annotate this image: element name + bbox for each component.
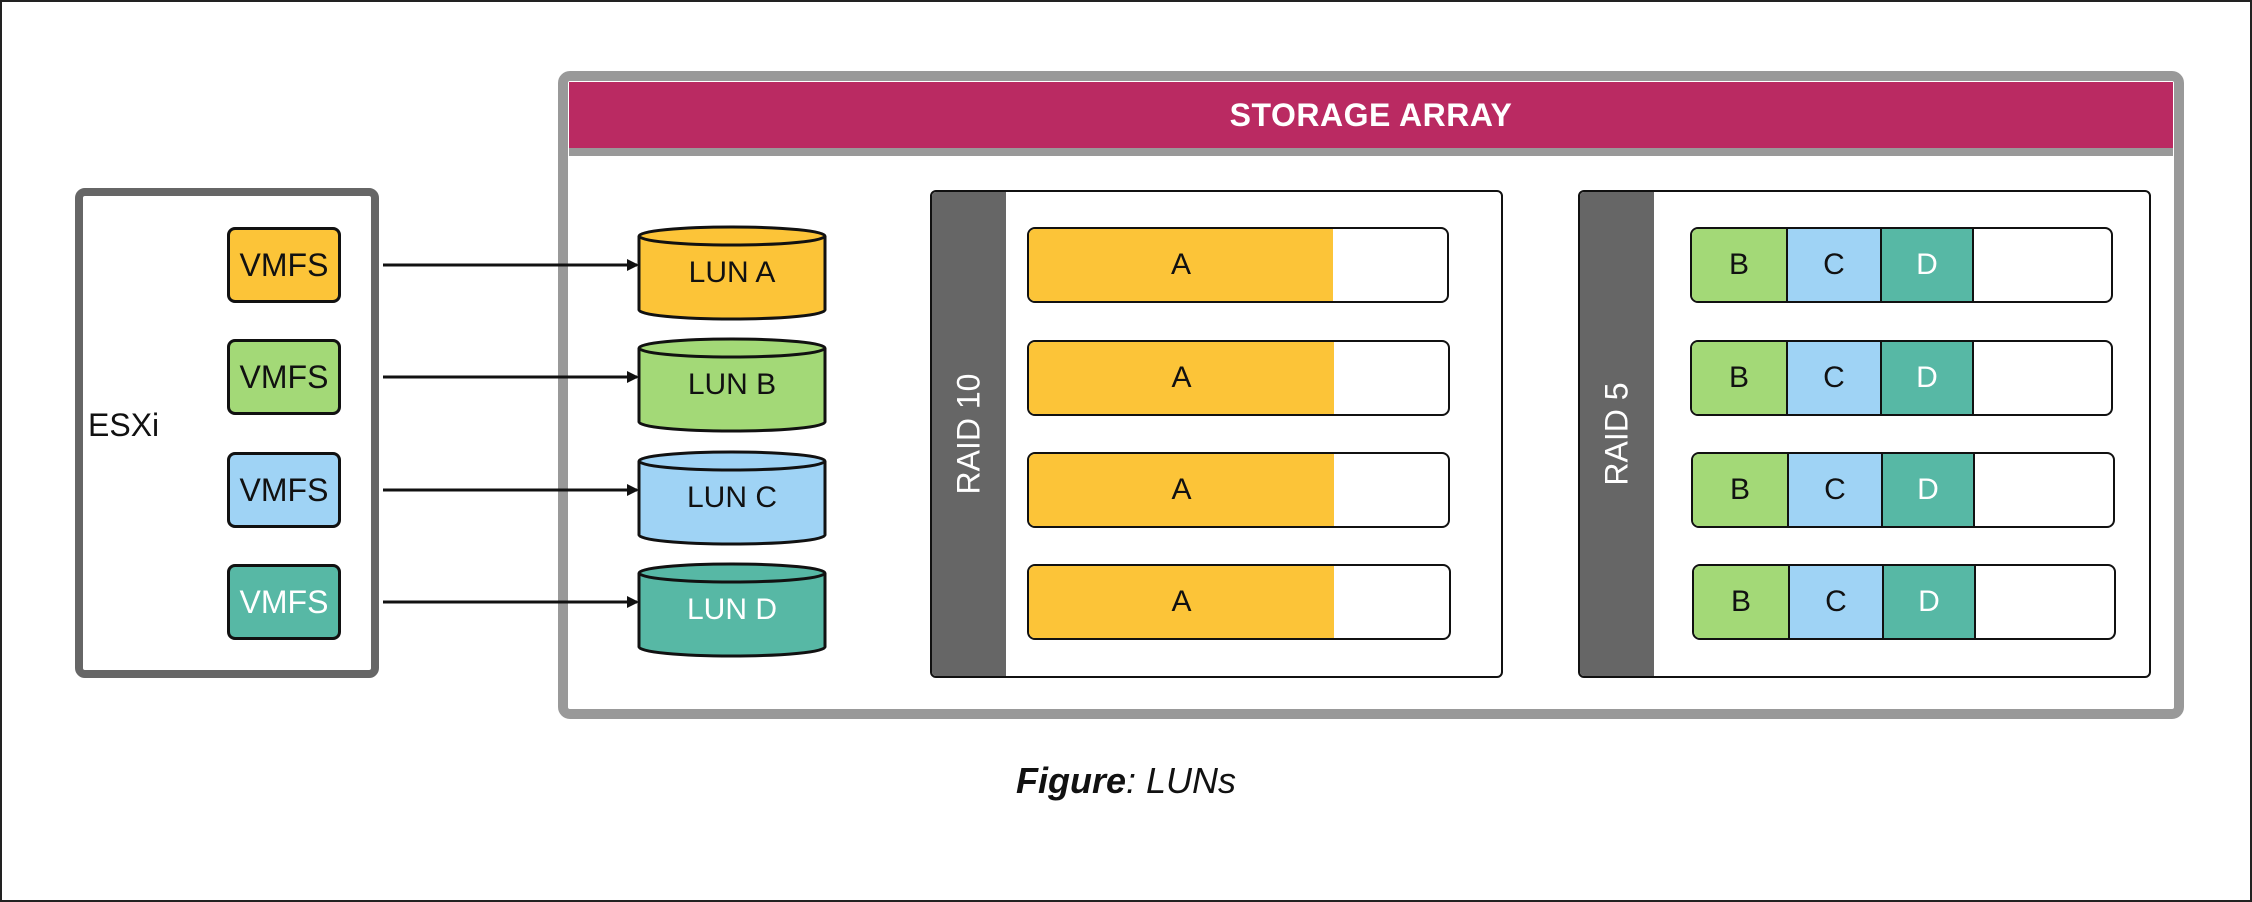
raid5-disk-1-segment-c: C [1786,229,1880,301]
storage-array-divider [569,148,2173,156]
lun-b-label: LUN B [688,368,776,401]
lun-b-top [637,337,827,359]
raid10-disk-4: A [1027,564,1451,640]
esxi-label: ESXi [88,407,160,443]
lun-c-cylinder: LUN C [637,450,827,546]
figure-caption-text: : LUNs [1125,760,1237,801]
vmfs-datastore-1: VMFS [227,227,341,303]
figure-caption-prefix: Figure [1015,760,1126,801]
raid5-disk-3-segment-b: B [1693,454,1787,526]
raid10-side-bar: RAID 10 [932,192,1006,676]
raid5-disk-3: B C D [1691,452,2115,528]
lun-d-top [637,562,827,584]
raid5-disk-1-segment-b: B [1692,229,1786,301]
raid5-disk-4-segment-c: C [1788,566,1882,638]
lun-c-body [637,461,827,546]
raid5-disk-2-segment-d: D [1880,342,1974,414]
raid5-disk-3-segment-c: C [1787,454,1881,526]
lun-a-cylinder: LUN A [637,225,827,321]
vmfs-datastore-2: VMFS [227,339,341,415]
lun-d-label: LUN D [687,593,777,626]
raid5-disk-2: B C D [1690,340,2113,416]
lun-c-label: LUN C [687,481,777,514]
raid10-disk-2-segment: A [1029,342,1334,414]
lun-b-body [637,348,827,433]
raid5-disk-3-segment-d: D [1881,454,1975,526]
raid5-disk-4-segment-d: D [1882,566,1976,638]
figure-caption: Figure: LUNs [2,760,2250,802]
raid5-disk-1-segment-d: D [1880,229,1974,301]
raid5-disk-4: B C D [1692,564,2116,640]
vmfs-datastore-4: VMFS [227,564,341,640]
raid5-disk-2-segment-b: B [1692,342,1786,414]
raid10-disk-2: A [1027,340,1450,416]
raid5-disk-1: B C D [1690,227,2113,303]
raid5-side-bar: RAID 5 [1580,192,1654,676]
lun-a-body [637,236,827,321]
raid10-disk-1-segment: A [1029,229,1333,301]
lun-a-top [637,225,827,247]
lun-b-cylinder: LUN B [637,337,827,433]
raid10-disk-3: A [1027,452,1450,528]
lun-c-top [637,450,827,472]
raid5-disk-4-segment-b: B [1694,566,1788,638]
lun-a-label: LUN A [689,256,776,289]
raid10-disk-1: A [1027,227,1449,303]
raid10-disk-3-segment: A [1029,454,1334,526]
vmfs-datastore-3: VMFS [227,452,341,528]
raid5-disk-2-segment-c: C [1786,342,1880,414]
raid10-disk-4-segment: A [1029,566,1334,638]
lun-d-cylinder: LUN D [637,562,827,658]
storage-array-title: STORAGE ARRAY [569,82,2173,148]
lun-d-body [637,573,827,658]
